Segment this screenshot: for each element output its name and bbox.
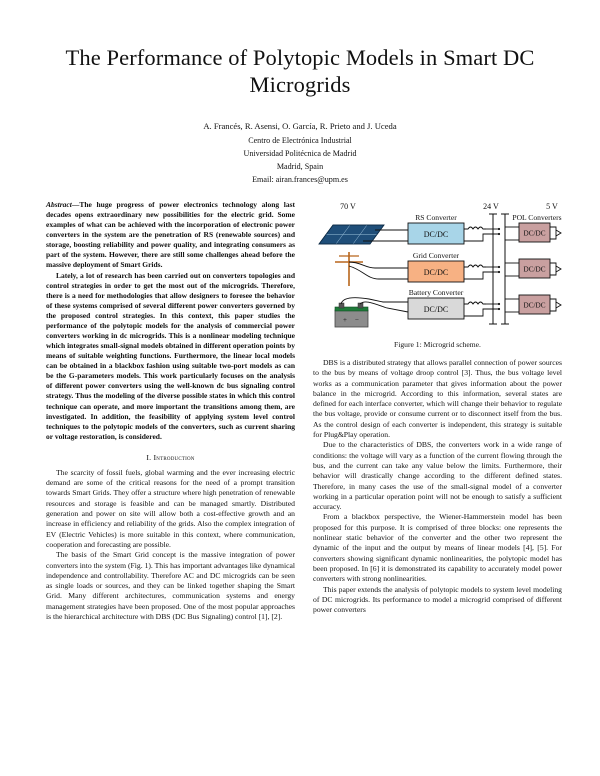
battery-converter-label: DC/DC	[424, 305, 448, 314]
bus-junction-dot	[497, 232, 501, 236]
battery-terminal-positive: +	[343, 316, 347, 324]
pol-converter-label-1: DC/DC	[524, 230, 546, 238]
rs-converter-title: RS Converter	[415, 213, 457, 222]
right-paragraph-1: DBS is a distributed strategy that allow…	[313, 358, 562, 440]
grid-tower-icon	[335, 252, 363, 286]
rs-return-wire	[464, 233, 499, 242]
figure-caption: Figure 1: Microgrid scheme.	[394, 340, 481, 349]
abstract-paragraph-2: Lately, a lot of research has been carri…	[46, 270, 295, 441]
affiliation-line-2: Universidad Politécnica de Madrid	[243, 148, 357, 158]
pol-load-icon-3	[550, 298, 562, 312]
pol-converter-block-1	[518, 222, 551, 243]
bus-junction-dot	[497, 227, 501, 231]
pol-converter-label-2: DC/DC	[524, 266, 546, 274]
intro-paragraph-2: The basis of the Smart Grid concept is t…	[46, 550, 295, 622]
battery-return-wire	[464, 308, 499, 317]
author-list: A. Francés, R. Asensi, O. García, R. Pri…	[203, 120, 397, 131]
section-heading-introduction: I. Introduction	[46, 453, 295, 462]
abstract-label: Abstract—	[46, 200, 80, 209]
grid-return-wire	[464, 271, 499, 280]
affiliation-email: Email: airan.frances@upm.es	[252, 175, 348, 185]
battery-converter-block	[407, 297, 465, 320]
voltage-label-load: 5 V	[546, 202, 558, 211]
microgrid-scheme-diagram: 70 V 24 V 5 V RS Converter	[318, 202, 562, 328]
right-paragraph-4: This paper extends the analysis of polyt…	[313, 584, 562, 615]
voltage-label-source: 70 V	[340, 202, 356, 211]
figure-1: 70 V 24 V 5 V RS Converter	[313, 200, 562, 349]
page-title: The Performance of Polytopic Models in S…	[65, 45, 535, 98]
left-column: Abstract—The huge progress of power elec…	[46, 200, 295, 622]
pol-load-icon-2	[550, 262, 562, 276]
pol-converters-title: POL Converters	[512, 213, 561, 222]
pol-converter-block-3	[518, 294, 551, 315]
pol-converter-block-2	[518, 258, 551, 279]
bus-junction-dot	[497, 307, 501, 311]
bus-junction-dot	[497, 302, 501, 306]
battery-converter-title: Battery Converter	[409, 288, 464, 297]
rs-converter-block	[407, 222, 465, 245]
right-column: 70 V 24 V 5 V RS Converter	[313, 200, 562, 622]
battery-icon: + −	[334, 302, 369, 328]
affiliation-line-3: Madrid, Spain	[276, 162, 324, 172]
bus-junction-dot	[497, 265, 501, 269]
abstract-text-1: The huge progress of power electronics t…	[46, 200, 295, 270]
battery-terminal-negative: −	[355, 316, 359, 324]
section-title: Introduction	[153, 452, 195, 462]
grid-inductor-icon	[464, 264, 499, 268]
intro-paragraph-1: The scarcity of fossil fuels, global war…	[46, 467, 295, 549]
battery-wire-top	[340, 297, 408, 305]
grid-converter-title: Grid Converter	[413, 251, 460, 260]
grid-wire-bottom	[348, 265, 408, 280]
rs-converter-label: DC/DC	[424, 230, 448, 239]
grid-wire-top	[348, 261, 408, 269]
voltage-label-bus: 24 V	[483, 202, 499, 211]
pol-converter-label-3: DC/DC	[524, 302, 546, 310]
battery-inductor-icon	[464, 301, 499, 305]
right-paragraph-2: Due to the characteristics of DBS, the c…	[313, 440, 562, 512]
affiliation-line-1: Centro de Electrónica Industrial	[248, 135, 352, 145]
battery-wire-bottom	[359, 301, 409, 313]
two-column-body: Abstract—The huge progress of power elec…	[0, 200, 600, 622]
right-paragraph-3: From a blackbox perspective, the Wiener-…	[313, 512, 562, 584]
abstract-paragraph-1: Abstract—The huge progress of power elec…	[46, 200, 295, 271]
rs-inductor-icon	[464, 226, 499, 230]
pol-load-icon-1	[550, 226, 562, 240]
solar-panel-icon	[318, 224, 385, 245]
grid-converter-block	[407, 260, 465, 283]
bus-junction-dot	[497, 270, 501, 274]
grid-converter-label: DC/DC	[424, 268, 448, 277]
section-number: I.	[146, 452, 152, 462]
title-block: The Performance of Polytopic Models in S…	[0, 0, 600, 186]
